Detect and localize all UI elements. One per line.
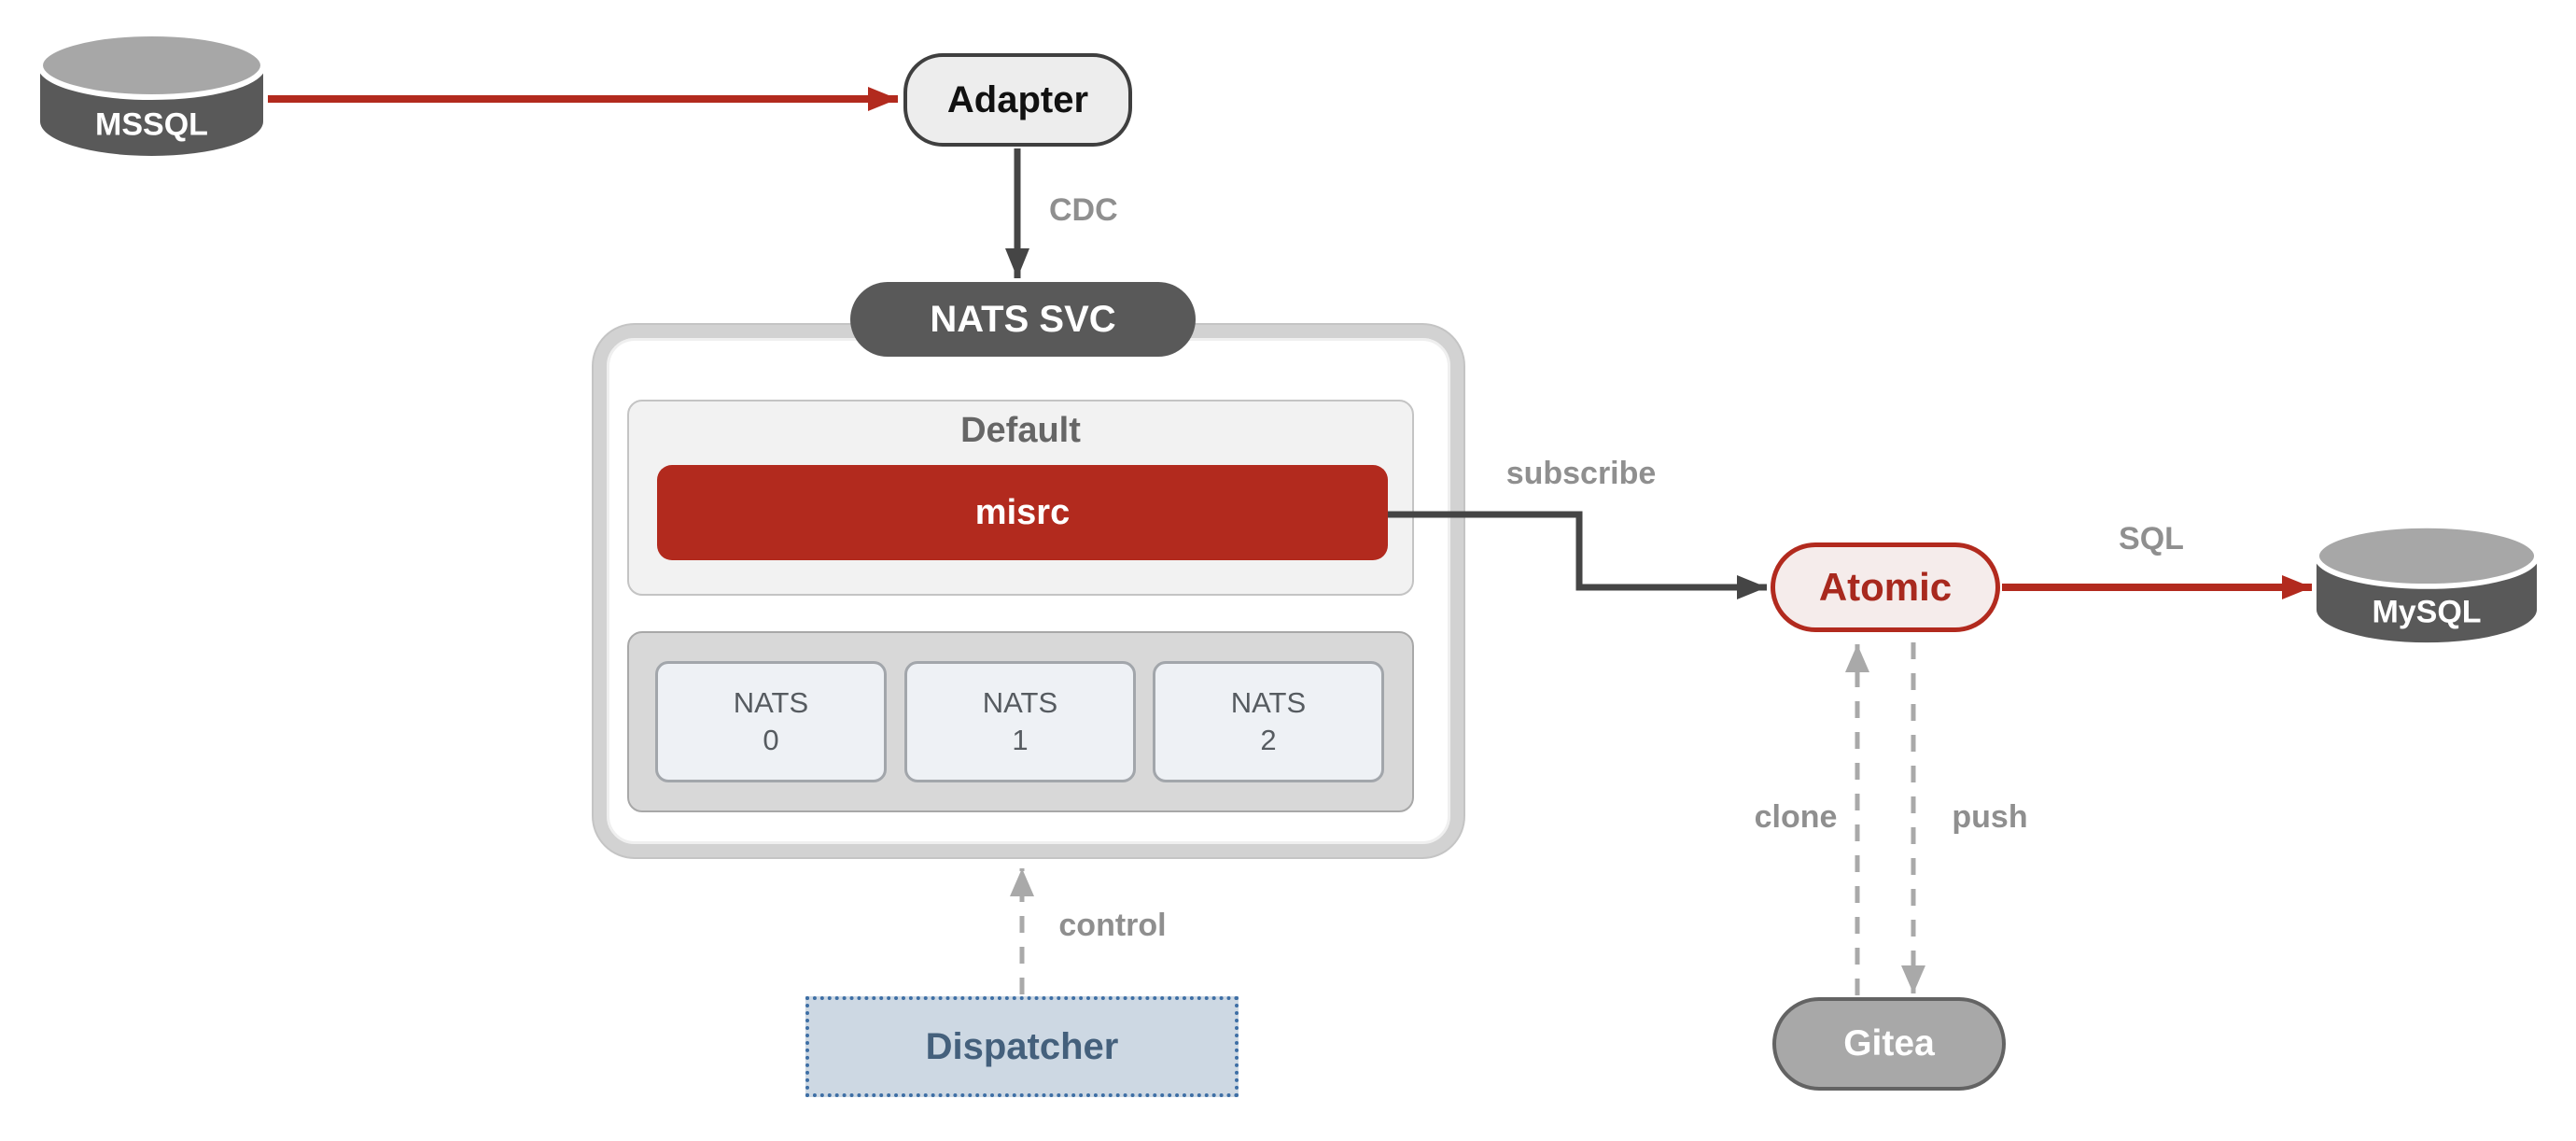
mssql-label: MSSQL	[95, 106, 208, 143]
nats-0-line1: NATS	[733, 686, 809, 720]
database-cylinder-icon	[2314, 523, 2540, 643]
nats-svc-node: NATS SVC	[850, 282, 1196, 357]
default-group-title: Default	[960, 411, 1081, 450]
nats-0-line2: 0	[763, 724, 779, 756]
nats-1-line2: 1	[1012, 724, 1029, 756]
adapter-label: Adapter	[946, 78, 1089, 120]
edge-label-control: control	[1058, 908, 1167, 943]
misrc-stream-node: misrc	[657, 465, 1388, 560]
edge-label-cdc: CDC	[1049, 192, 1118, 228]
nats-2-line1: NATS	[1230, 686, 1307, 720]
misrc-label: misrc	[974, 492, 1071, 532]
gitea-node: Gitea	[1772, 997, 2006, 1091]
nats-svc-label: NATS SVC	[930, 298, 1116, 340]
edge-misrc-atomic	[1388, 511, 1767, 599]
nats-1-node: NATS 1	[904, 661, 1136, 782]
mysql-label: MySQL	[2372, 594, 2482, 630]
adapter-node: Adapter	[903, 53, 1132, 147]
dispatcher-label: Dispatcher	[925, 1025, 1119, 1067]
nats-2-node: NATS 2	[1153, 661, 1384, 782]
mysql-database-node: MySQL	[2314, 523, 2540, 646]
mssql-database-node: MSSQL	[37, 31, 266, 160]
atomic-node: Atomic	[1771, 542, 2000, 632]
atomic-label: Atomic	[1818, 565, 1953, 609]
edge-label-push: push	[1952, 799, 2028, 835]
database-cylinder-icon	[37, 31, 266, 156]
nats-2-line2: 2	[1260, 724, 1277, 756]
dispatcher-node: Dispatcher	[805, 996, 1239, 1097]
nats-0-node: NATS 0	[655, 661, 887, 782]
gitea-label: Gitea	[1843, 1023, 1935, 1064]
edge-label-clone: clone	[1754, 799, 1838, 835]
nats-1-line1: NATS	[982, 686, 1058, 720]
edge-label-subscribe: subscribe	[1505, 456, 1657, 491]
edge-label-sql: SQL	[2119, 521, 2184, 556]
